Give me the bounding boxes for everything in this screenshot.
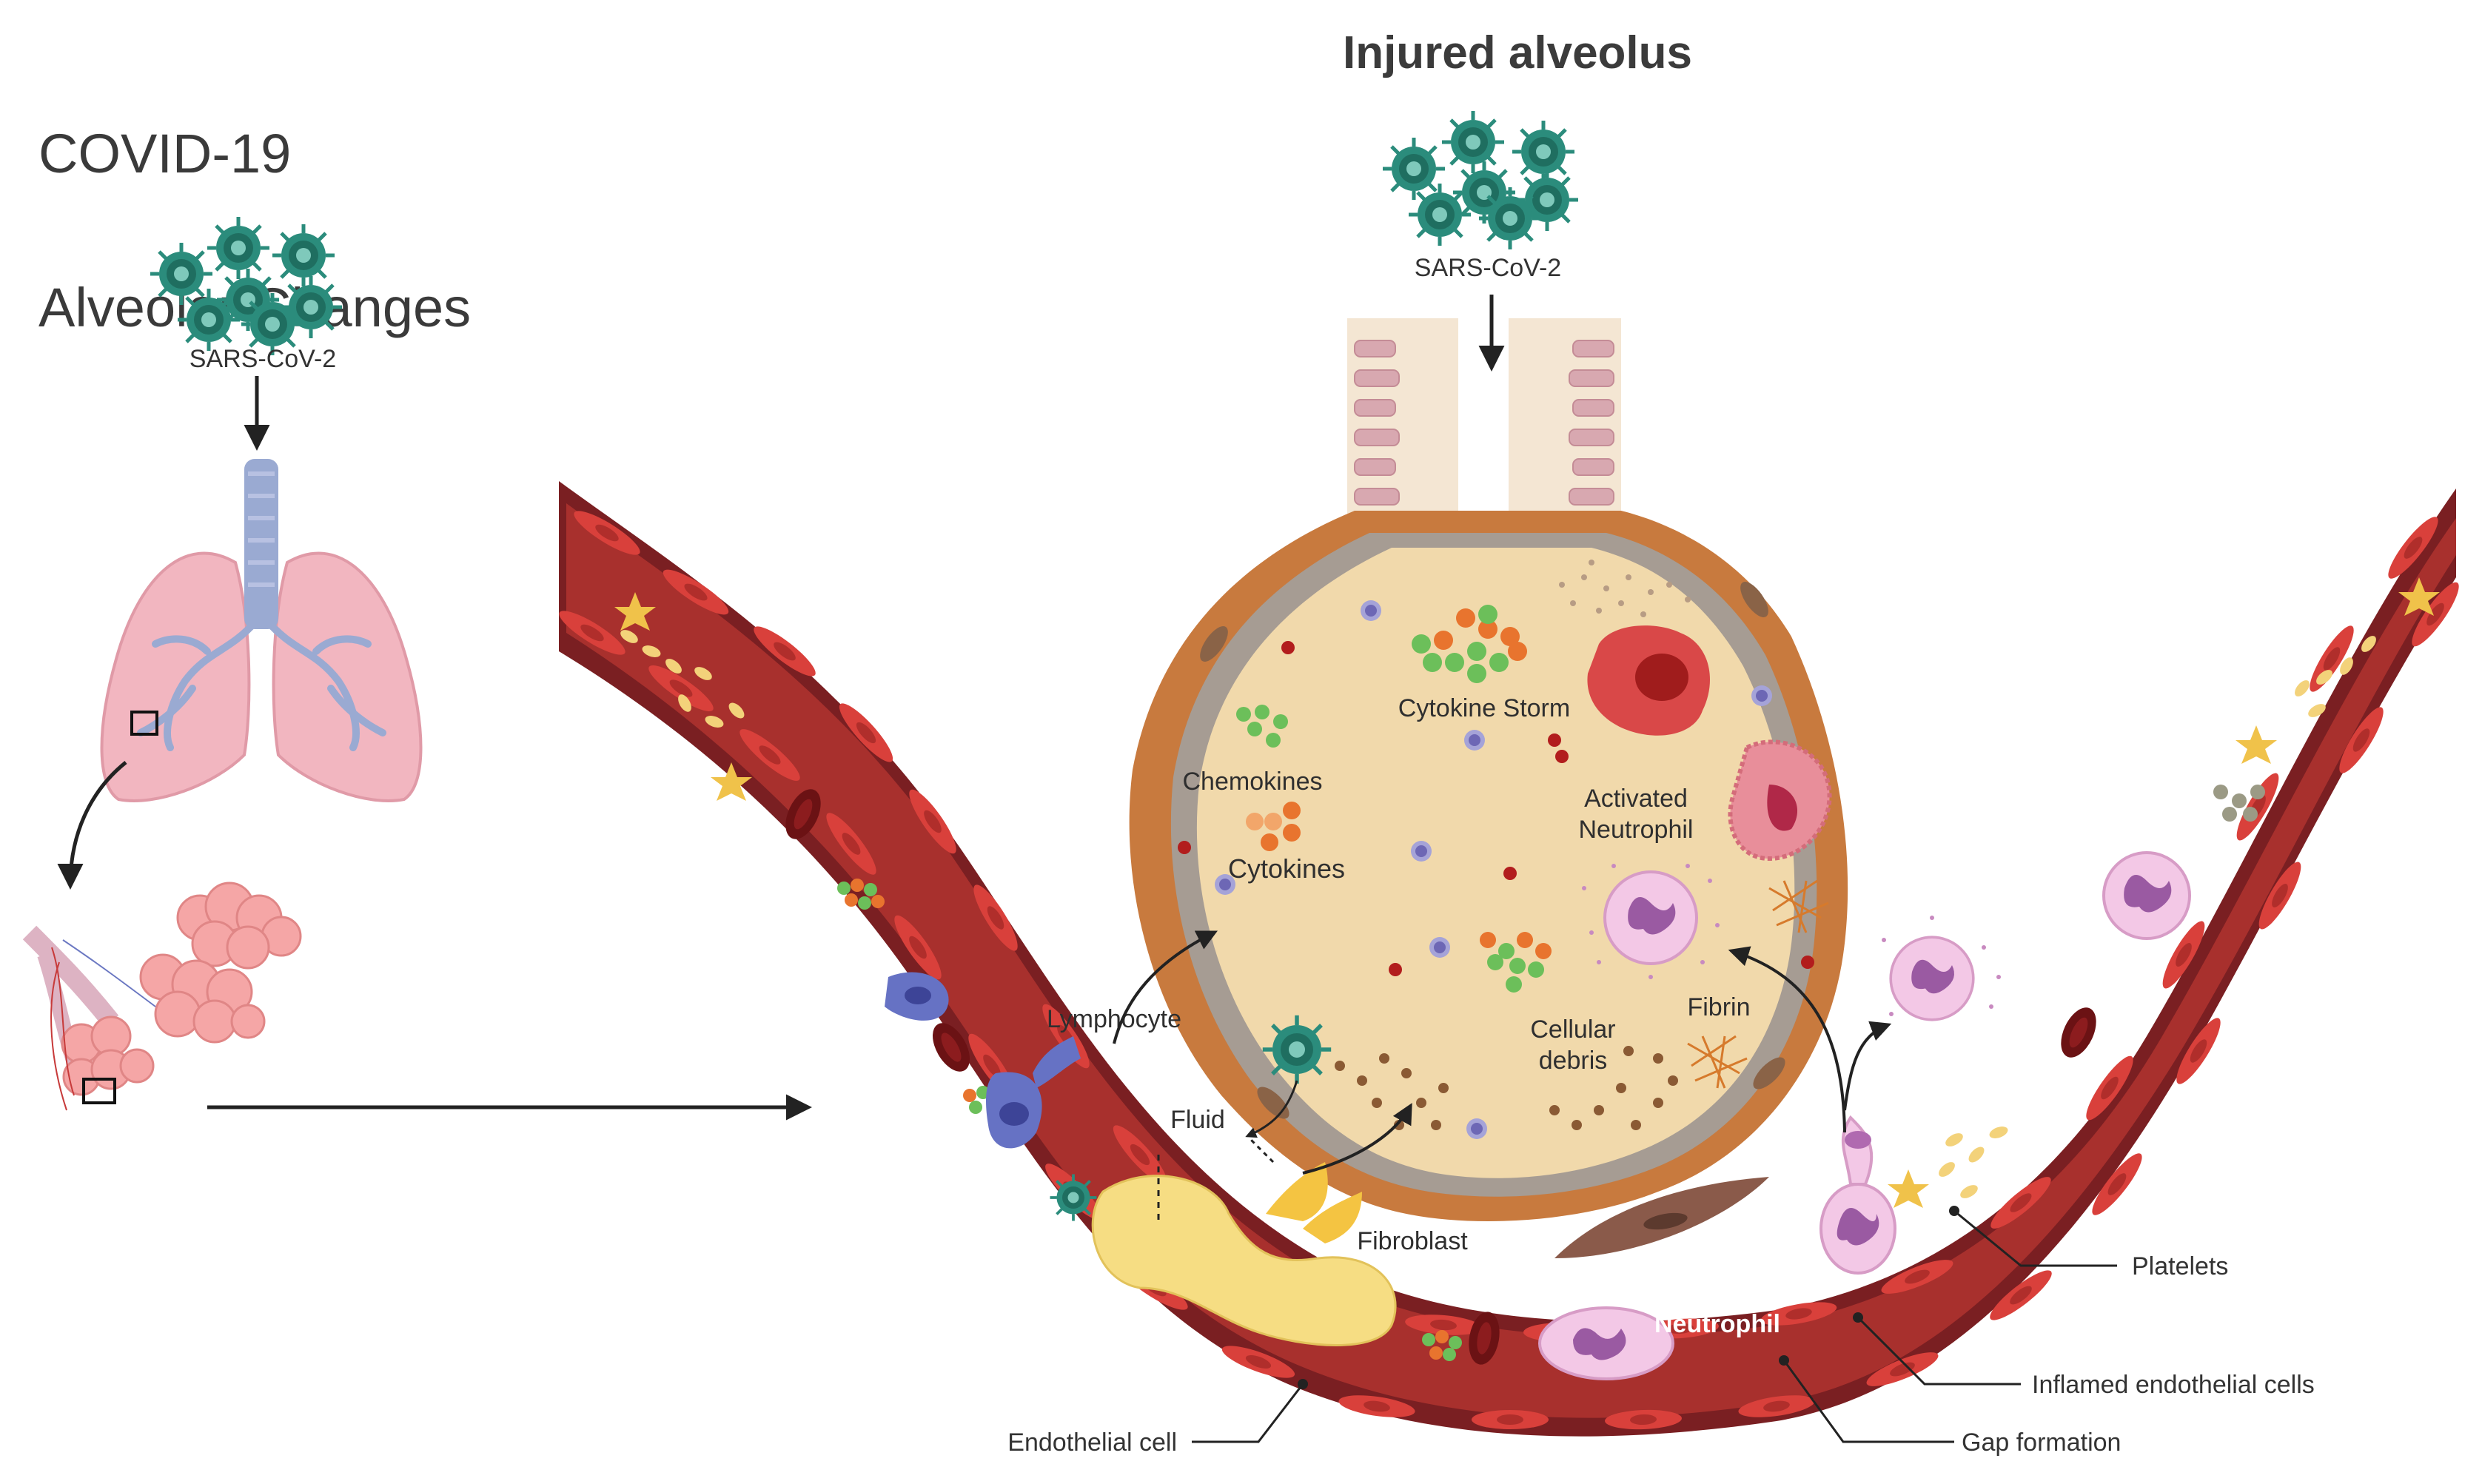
callout-dot-endothelial <box>1298 1379 1308 1389</box>
label-lymphocyte: Lymphocyte <box>1047 1005 1181 1033</box>
label-fibrin: Fibrin <box>1687 993 1750 1021</box>
label-gap-formation: Gap formation <box>1962 1428 2121 1457</box>
virus-label-left: SARS-CoV-2 <box>189 345 336 373</box>
label-platelets: Platelets <box>2132 1252 2228 1280</box>
cellular-debris <box>1335 1046 1678 1130</box>
extravasated-neutrophil-icon <box>1882 916 2001 1021</box>
arrow-neutrophil-migration <box>1728 946 1846 1133</box>
label-cellular-debris-1: Cellular <box>1530 1015 1615 1044</box>
virus-cluster-left <box>150 217 342 355</box>
label-cytokines: Cytokines <box>1228 853 1345 884</box>
label-cellular-debris-2: debris <box>1539 1047 1608 1075</box>
alveoli-icon <box>22 882 302 1111</box>
fibrin-icon <box>1687 879 1829 1089</box>
label-cytokine-storm: Cytokine Storm <box>1398 694 1570 722</box>
arrow-lungs-to-alveoli <box>57 761 127 890</box>
blood-vessel <box>559 481 2456 1437</box>
callout-dot-gap <box>1779 1355 1789 1366</box>
label-inflamed-endothelial: Inflamed endothelial cells <box>2032 1371 2315 1399</box>
label-endothelial-cell: Endothelial cell <box>1007 1428 1177 1457</box>
title-line-1: COVID-19 <box>38 123 292 184</box>
red-dots <box>1178 641 1814 976</box>
neutrophil-icon <box>1538 851 2191 1380</box>
edema-fluid <box>1091 1155 1397 1346</box>
arrow-fibroblast <box>1302 1103 1412 1175</box>
arrow-lymphocyte <box>1113 930 1218 1044</box>
callout-dot-inflamed <box>1853 1312 1863 1323</box>
activated-macrophage-icon <box>1728 739 1832 862</box>
cytokine-clusters-vessel <box>837 785 2265 1361</box>
label-activated-neutrophil-2: Neutrophil <box>1579 816 1694 844</box>
virus-icon-alveolus <box>1263 1015 1331 1084</box>
cytokine-storm-cluster <box>1412 605 1527 683</box>
macrophage-icon <box>1587 625 1710 736</box>
chemokine-cluster <box>1236 705 1288 748</box>
center-title: Injured alveolus <box>1342 27 1693 78</box>
cytokine-cluster <box>1246 802 1301 851</box>
lymphocyte-icon <box>885 972 1081 1149</box>
label-fluid: Fluid <box>1170 1106 1225 1134</box>
virus-label-center: SARS-CoV-2 <box>1415 254 1561 282</box>
virus-icon <box>1048 1172 1099 1223</box>
callout-dot-platelets <box>1949 1206 1959 1216</box>
label-chemokines: Chemokines <box>1183 768 1323 796</box>
lungs-icon <box>100 459 423 802</box>
callout-lines <box>1192 1209 2117 1443</box>
label-activated-neutrophil-1: Activated <box>1584 785 1688 813</box>
label-neutrophil: Neutrophil <box>1654 1310 1780 1338</box>
virus-cluster-center <box>1383 111 1578 249</box>
activated-neutrophil-icon <box>1582 864 1720 979</box>
platelet-icon <box>614 577 2440 1208</box>
debris-dots <box>1559 560 1691 617</box>
label-fibroblast: Fibroblast <box>1357 1227 1468 1255</box>
fibroblast-icon <box>1266 1162 1769 1258</box>
arrow-fluid <box>1245 1080 1298 1138</box>
arrow-neutrophil-out <box>1843 1021 1892 1111</box>
cytokine-cluster-2 <box>1480 932 1552 993</box>
